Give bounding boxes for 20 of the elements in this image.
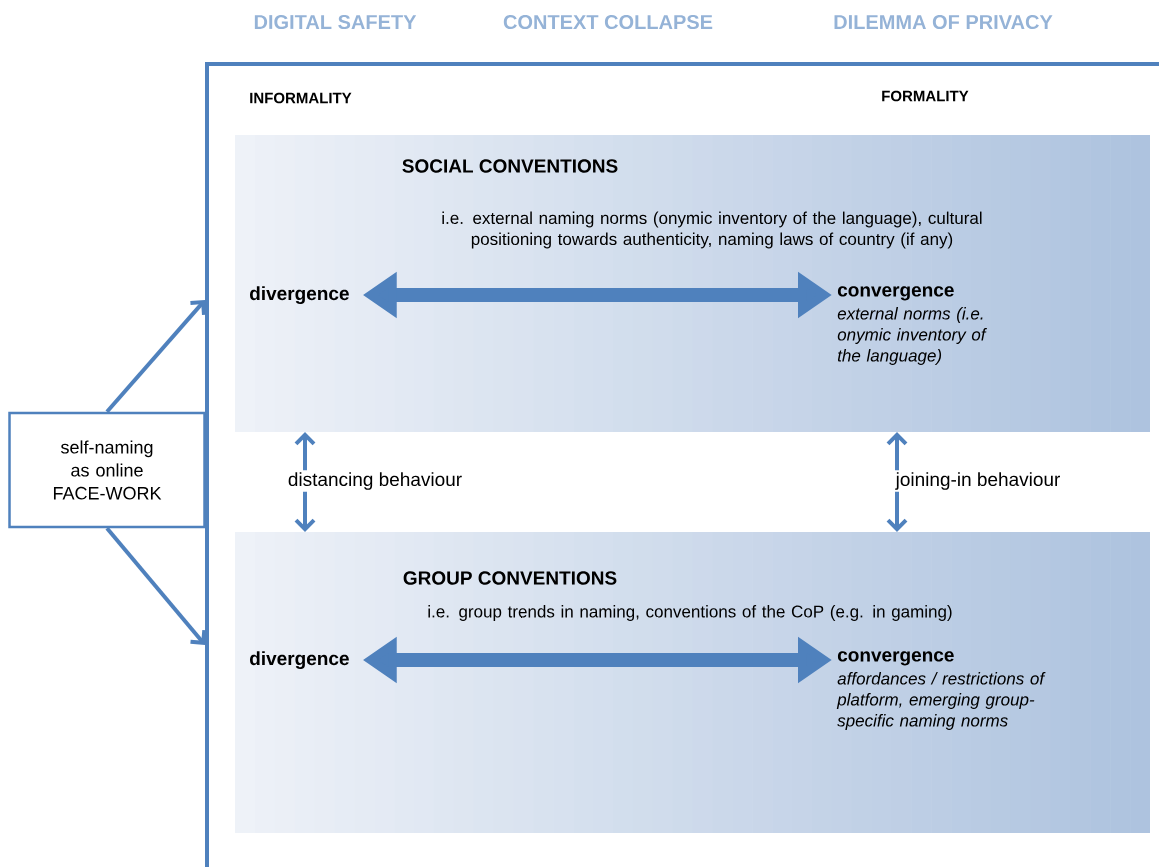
arrow xyxy=(294,432,316,532)
column-heading: FORMALITY xyxy=(882,90,969,102)
theme-heading: DILEMMA OF PRIVACY xyxy=(834,14,1053,30)
band-description: i.e. group trends in naming, conventions of the CoP (e.g. in gaming) xyxy=(428,605,952,621)
band-heading: GROUP CONVENTIONS xyxy=(403,571,617,585)
band-description: i.e. external naming norms (onymic inventory of the language), cultural positioning towards authenticity, naming laws of country (if any) xyxy=(442,211,982,249)
theme-heading: CONTEXT COLLAPSE xyxy=(503,14,713,30)
concept-box: self-naming as online FACE-WORK xyxy=(8,411,206,529)
arrow xyxy=(886,432,908,532)
edge-label: joining-in behaviour xyxy=(893,470,1063,492)
pole-label: convergence affordances / restrictions of platform, emerging group-specific naming norms xyxy=(836,651,1046,730)
theme-heading: DIGITAL SAFETY xyxy=(254,14,417,30)
column-heading: INFORMALITY xyxy=(250,92,352,104)
edge-label: distancing behaviour xyxy=(285,470,465,492)
pole-label: divergence xyxy=(250,286,349,304)
pole-label: convergence external norms (i.e. onymic inventory of the language) xyxy=(837,286,987,365)
arrow xyxy=(105,300,206,414)
pole-label: divergence xyxy=(250,651,349,669)
arrow xyxy=(105,526,207,645)
band-heading: SOCIAL CONVENTIONS xyxy=(402,159,618,173)
